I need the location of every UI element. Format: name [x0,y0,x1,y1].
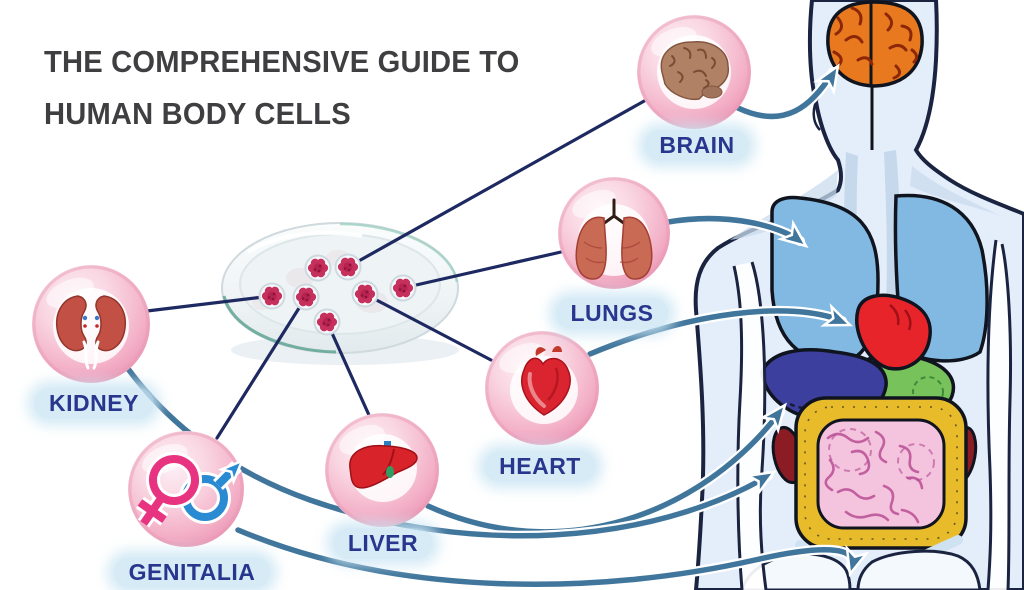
arrow-to-liver [423,397,795,537]
line-to-heart [363,292,493,362]
organ-circle-liver [325,413,439,527]
organ-circle-lungs [558,177,670,289]
brain-icon [660,41,730,101]
arrow-to-genitalia [233,525,868,590]
lungs-icon [575,198,653,280]
stem-cell [334,253,362,281]
organ-circle-brain [637,15,751,129]
line-to-lungs [401,250,563,290]
stem-cell [313,308,341,336]
stem-cell [258,282,286,310]
kidney-icon [55,295,127,370]
organ-label-brain: BRAIN [644,130,750,161]
body-intestine-organ [816,418,946,530]
body-heart-organ [855,293,932,371]
stem-cell [304,254,332,282]
stem-cell [351,280,379,308]
line-to-kidney [145,294,274,313]
human-body-illustration [693,0,1024,590]
line-to-liver [325,320,375,426]
organ-label-kidney: KIDNEY [34,388,154,419]
stem-cell [292,283,320,311]
organ-circle-kidney [32,265,150,383]
organ-label-lungs: LUNGS [555,298,669,329]
cell-connector-lines [145,98,648,440]
organ-label-liver: LIVER [332,528,434,559]
arrow-to-brain [733,59,848,122]
line-to-brain [346,98,648,269]
male-female-symbols-icon [135,452,250,528]
line-to-genitalia [215,295,308,440]
heart-icon [521,346,571,416]
liver-icon [349,441,418,489]
stem-cell [389,274,417,302]
page-title-line2: HUMAN BODY CELLS [44,96,351,131]
body-arm-separations [732,239,1013,590]
male-symbol-arrow [213,453,250,490]
cell-to-organ-arrows [121,59,868,590]
organ-label-heart: HEART [484,451,596,482]
page-title: THE COMPREHENSIVE GUIDE TO HUMAN BODY CE… [44,36,520,140]
organ-label-genitalia: GENITALIA [113,557,271,588]
female-symbol-icon [135,452,202,528]
arrow-to-heart [585,305,855,359]
organ-circle-genitalia [128,431,250,547]
body-brain-organ [826,0,924,88]
organ-circle-heart [485,331,599,445]
petri-dish [221,222,459,365]
body-legs [740,549,982,590]
page-title-line1: THE COMPREHENSIVE GUIDE TO [44,44,520,79]
arrow-to-lungs [663,213,814,256]
